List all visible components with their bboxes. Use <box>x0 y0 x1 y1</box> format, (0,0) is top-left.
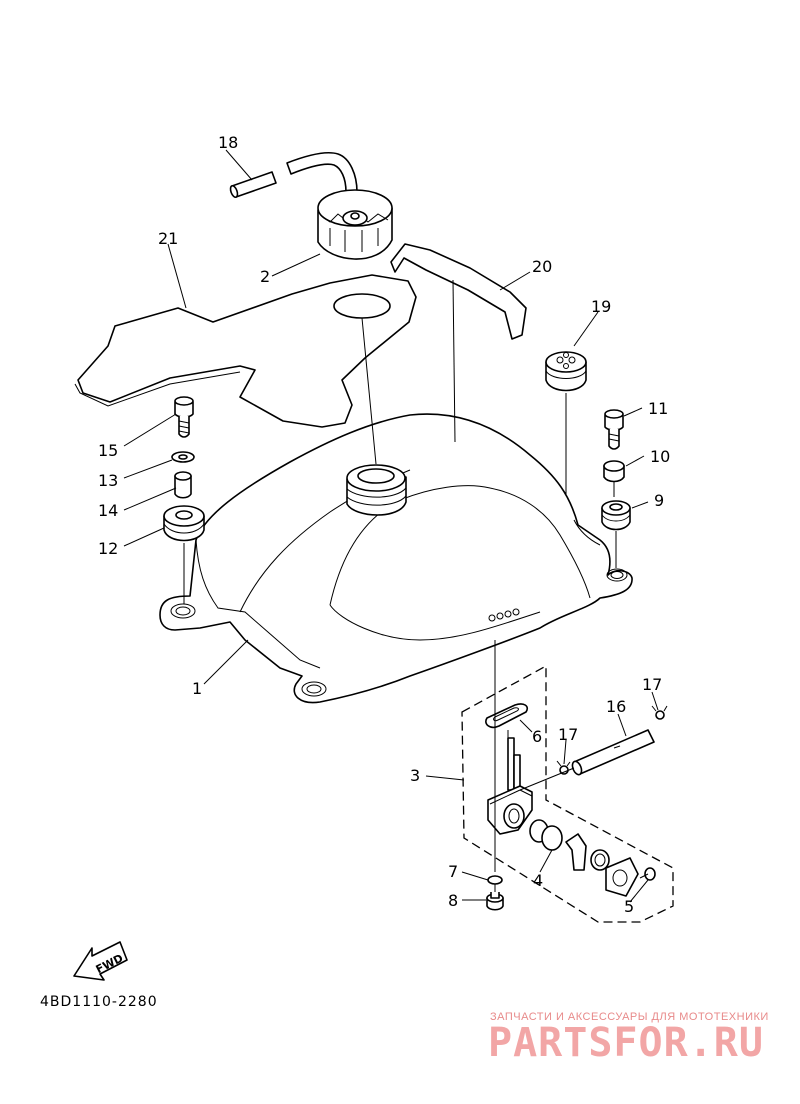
label-19: 19 <box>591 297 611 316</box>
part-labels: 18 21 2 20 19 11 10 9 15 13 14 12 1 17 1… <box>98 133 670 916</box>
label-17-right: 17 <box>642 675 662 694</box>
label-15: 15 <box>98 441 118 460</box>
part-7-washer <box>487 875 503 885</box>
part-14-collar <box>174 471 192 499</box>
diagram-code: 4BD1110-2280 <box>40 994 158 1010</box>
part-5-cover-plate <box>605 857 656 897</box>
label-17-left: 17 <box>558 725 578 744</box>
assembly-lines <box>183 279 617 892</box>
label-8: 8 <box>448 891 458 910</box>
fuel-cock-body <box>487 737 533 835</box>
label-7: 7 <box>448 862 458 881</box>
label-14: 14 <box>98 501 118 520</box>
part-8-drain-screw <box>486 892 504 911</box>
part-12-damper <box>163 505 205 542</box>
part-17-clip-left <box>556 760 571 775</box>
label-4: 4 <box>533 871 543 890</box>
fwd-arrow-icon: FWD <box>73 941 128 981</box>
part-13-washer <box>171 451 195 463</box>
leader-lines <box>123 149 659 903</box>
part-10-collar <box>603 460 625 483</box>
part-6-gasket <box>485 703 529 729</box>
part-21-cover-pad <box>74 274 417 428</box>
label-5: 5 <box>624 897 634 916</box>
label-10: 10 <box>650 447 670 466</box>
part-15-bolt <box>174 396 194 438</box>
label-9: 9 <box>654 491 664 510</box>
part-9-damper <box>601 500 631 531</box>
part-20-tank-band <box>390 243 527 340</box>
label-3: 3 <box>410 766 420 785</box>
label-12: 12 <box>98 539 118 558</box>
watermark-logo: PARTSFOR.RU <box>488 1020 764 1066</box>
label-6: 6 <box>532 727 542 746</box>
label-11: 11 <box>648 399 668 418</box>
part-4-lever-parts <box>529 819 610 871</box>
label-18: 18 <box>218 133 238 152</box>
label-21: 21 <box>158 229 178 248</box>
label-16: 16 <box>606 697 626 716</box>
part-17-clip-right <box>651 705 668 720</box>
watermark-tagline: ЗАПЧАСТИ И АКСЕССУАРЫ ДЛЯ МОТОТЕХНИКИ <box>490 1011 769 1023</box>
label-13: 13 <box>98 471 118 490</box>
part-3-fuel-cock-assembly <box>461 664 674 923</box>
watermark: ЗАПЧАСТИ И АКСЕССУАРЫ ДЛЯ МОТОТЕХНИКИ PA… <box>488 1011 769 1066</box>
part-19-damper <box>545 351 587 392</box>
part-16-fuel-hose <box>571 729 655 776</box>
part-1-fuel-tank <box>159 413 633 704</box>
part-11-bolt <box>604 409 624 450</box>
label-20: 20 <box>532 257 552 276</box>
label-1: 1 <box>192 679 202 698</box>
part-2-fuel-cap <box>317 189 393 260</box>
label-2: 2 <box>260 267 270 286</box>
